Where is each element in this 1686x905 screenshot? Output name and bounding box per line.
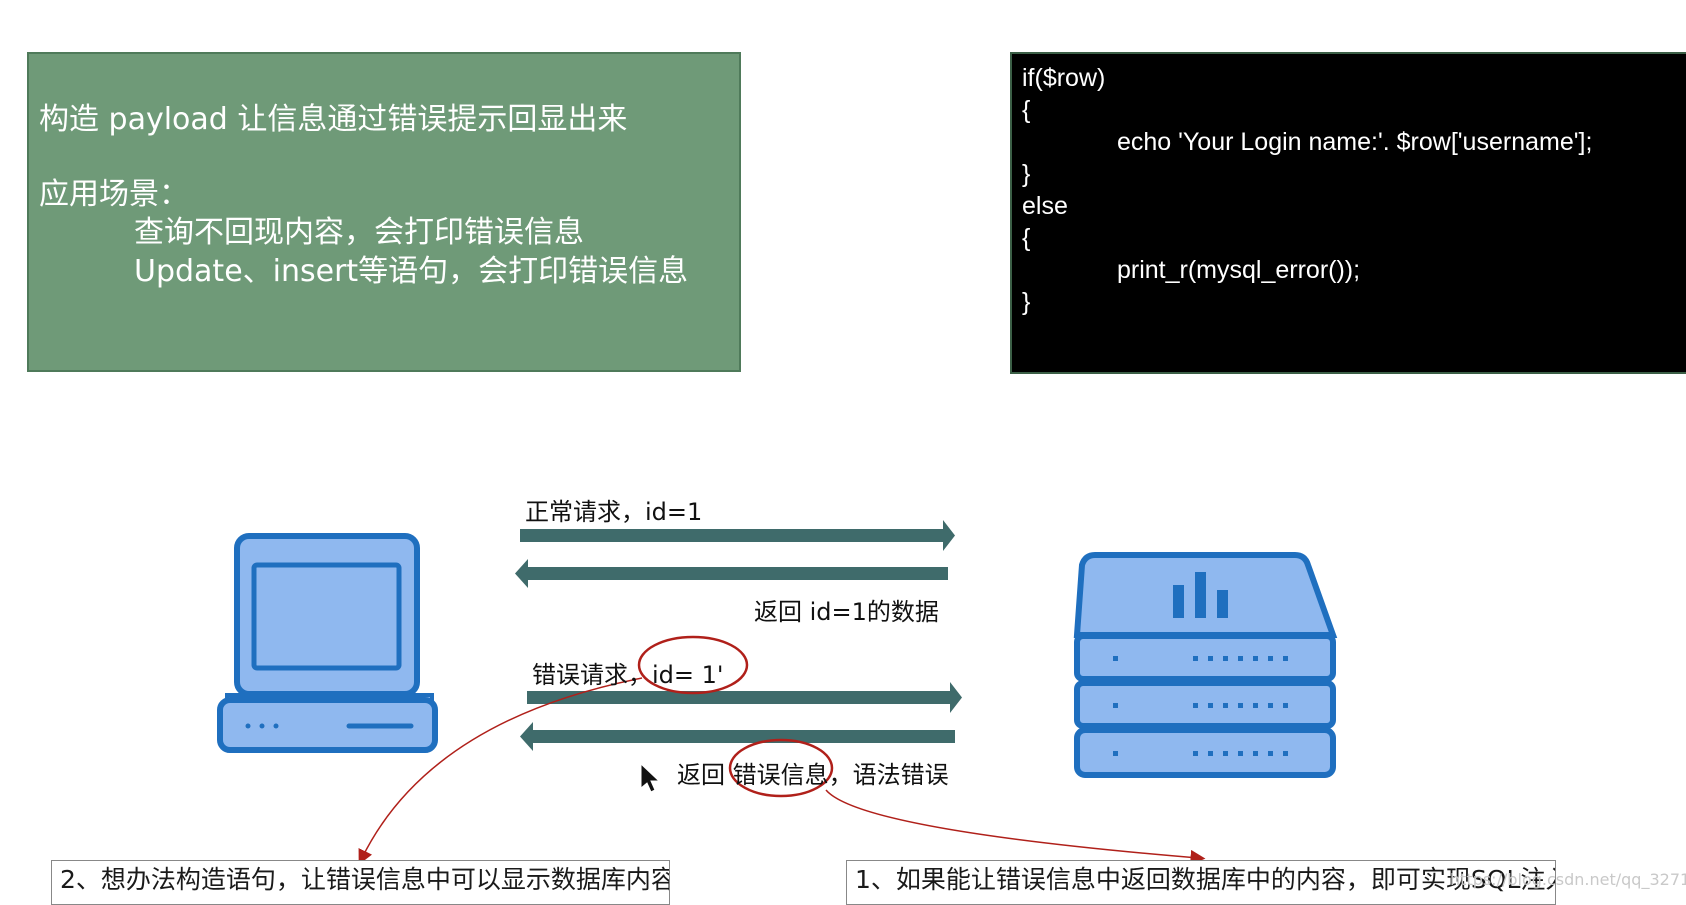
error-response-arrow	[520, 722, 955, 751]
id-highlight-circle	[637, 635, 749, 695]
code-line: {	[1022, 224, 1031, 252]
error-info-highlight-circle	[728, 738, 834, 798]
explanation-box: 构造 payload 让信息通过错误提示回显出来 应用场景： 查询不回现内容，会…	[27, 52, 741, 372]
watermark: https://blog.csdn.net/qq_32719221	[1450, 870, 1686, 889]
explanation-title: 构造 payload 让信息通过错误提示回显出来	[39, 102, 628, 137]
error-request-id: id= 1'	[652, 661, 724, 689]
connector-to-left-note	[358, 677, 643, 865]
error-response-label: 返回 错误信息，语法错误	[677, 755, 949, 790]
error-response-highlight: 错误信息	[732, 761, 829, 789]
scenario-item-update: Update、insert等语句，会打印错误信息	[134, 254, 689, 289]
normal-request-arrow	[520, 520, 955, 551]
note-construct-statement: 2、想办法构造语句，让错误信息中可以显示数据库内容	[51, 860, 670, 905]
error-request-label: 错误请求，id= 1'	[532, 655, 724, 690]
server-icon	[1073, 552, 1338, 778]
note-sql-injection: 1、如果能让错误信息中返回数据库中的内容，即可实现SQL注入	[846, 860, 1556, 905]
scenario-heading: 应用场景：	[39, 177, 189, 212]
normal-response-label: 返回 id=1的数据	[754, 598, 939, 626]
scenario-item-query: 查询不回现内容，会打印错误信息	[134, 215, 584, 250]
code-line: {	[1022, 96, 1031, 124]
computer-icon	[217, 533, 438, 753]
normal-request-label: 正常请求，id=1	[525, 498, 703, 526]
error-response-suffix: ，语法错误	[828, 761, 949, 789]
code-snippet: if($row) { echo 'Your Login name:'. $row…	[1010, 52, 1686, 374]
code-line: }	[1022, 160, 1031, 188]
normal-response-arrow	[515, 559, 948, 588]
code-line: }	[1022, 288, 1031, 316]
code-line: echo 'Your Login name:'. $row['username'…	[1117, 128, 1593, 156]
code-line: if($row)	[1022, 64, 1106, 92]
error-response-prefix: 返回	[677, 761, 725, 789]
mouse-cursor-icon	[640, 762, 661, 793]
code-line: else	[1022, 192, 1068, 220]
connector-to-right-note	[825, 789, 1206, 865]
code-line: print_r(mysql_error());	[1117, 256, 1361, 284]
error-request-arrow	[527, 682, 962, 713]
error-request-prefix: 错误请求，	[532, 661, 652, 689]
